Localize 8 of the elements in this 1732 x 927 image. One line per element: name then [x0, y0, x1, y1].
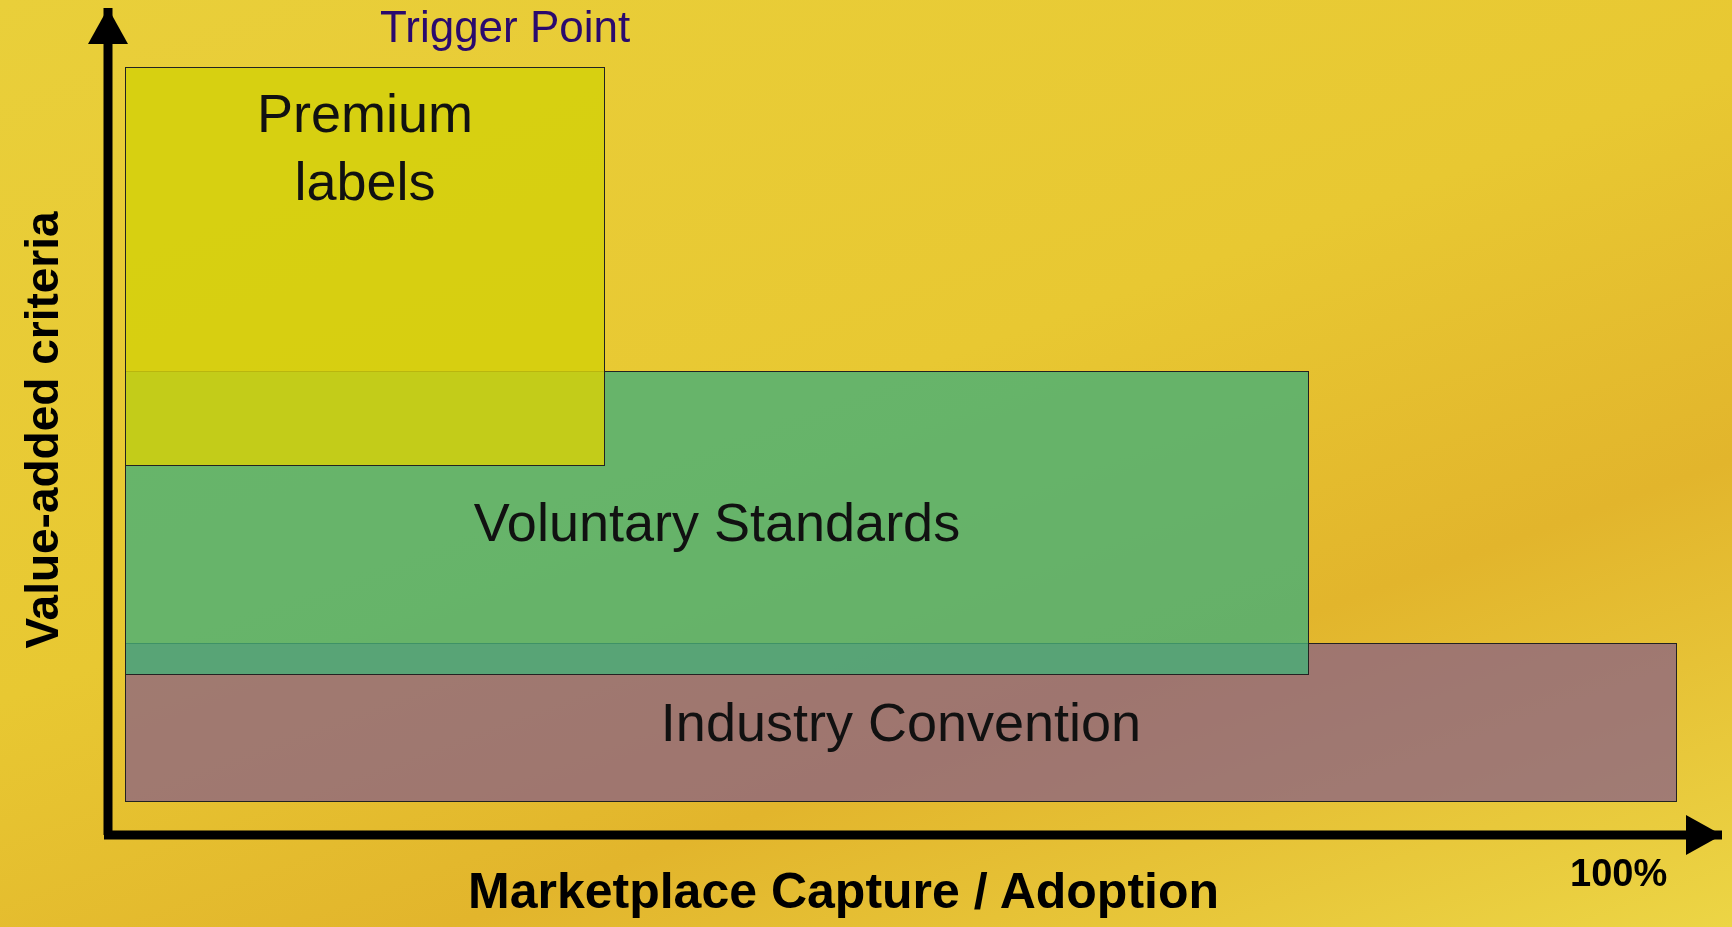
y-axis-label: Value-added criteria	[15, 211, 69, 649]
x-axis-label: Marketplace Capture / Adoption	[468, 862, 1220, 920]
box-label: Premium labels	[256, 82, 474, 213]
box-label: Voluntary Standards	[473, 491, 961, 555]
box-label: Industry Convention	[660, 690, 1142, 754]
overlay-box	[125, 67, 605, 466]
title: Trigger Point	[380, 2, 631, 52]
axis-end-label: 100%	[1570, 852, 1668, 895]
